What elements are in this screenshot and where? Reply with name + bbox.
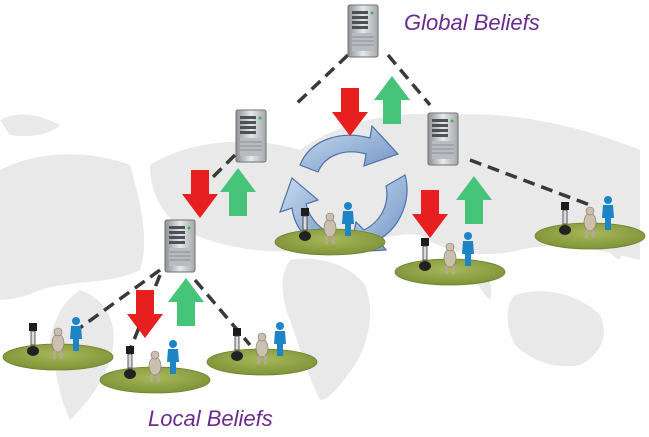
server-icon bbox=[427, 112, 459, 166]
robot-team bbox=[100, 340, 210, 393]
local-beliefs-label: Local Beliefs bbox=[148, 406, 273, 431]
server-icon bbox=[235, 109, 267, 163]
global-beliefs-label: Global Beliefs bbox=[404, 10, 540, 35]
server-icon bbox=[164, 219, 196, 273]
down-arrow bbox=[127, 290, 163, 338]
server-icon bbox=[347, 4, 379, 58]
